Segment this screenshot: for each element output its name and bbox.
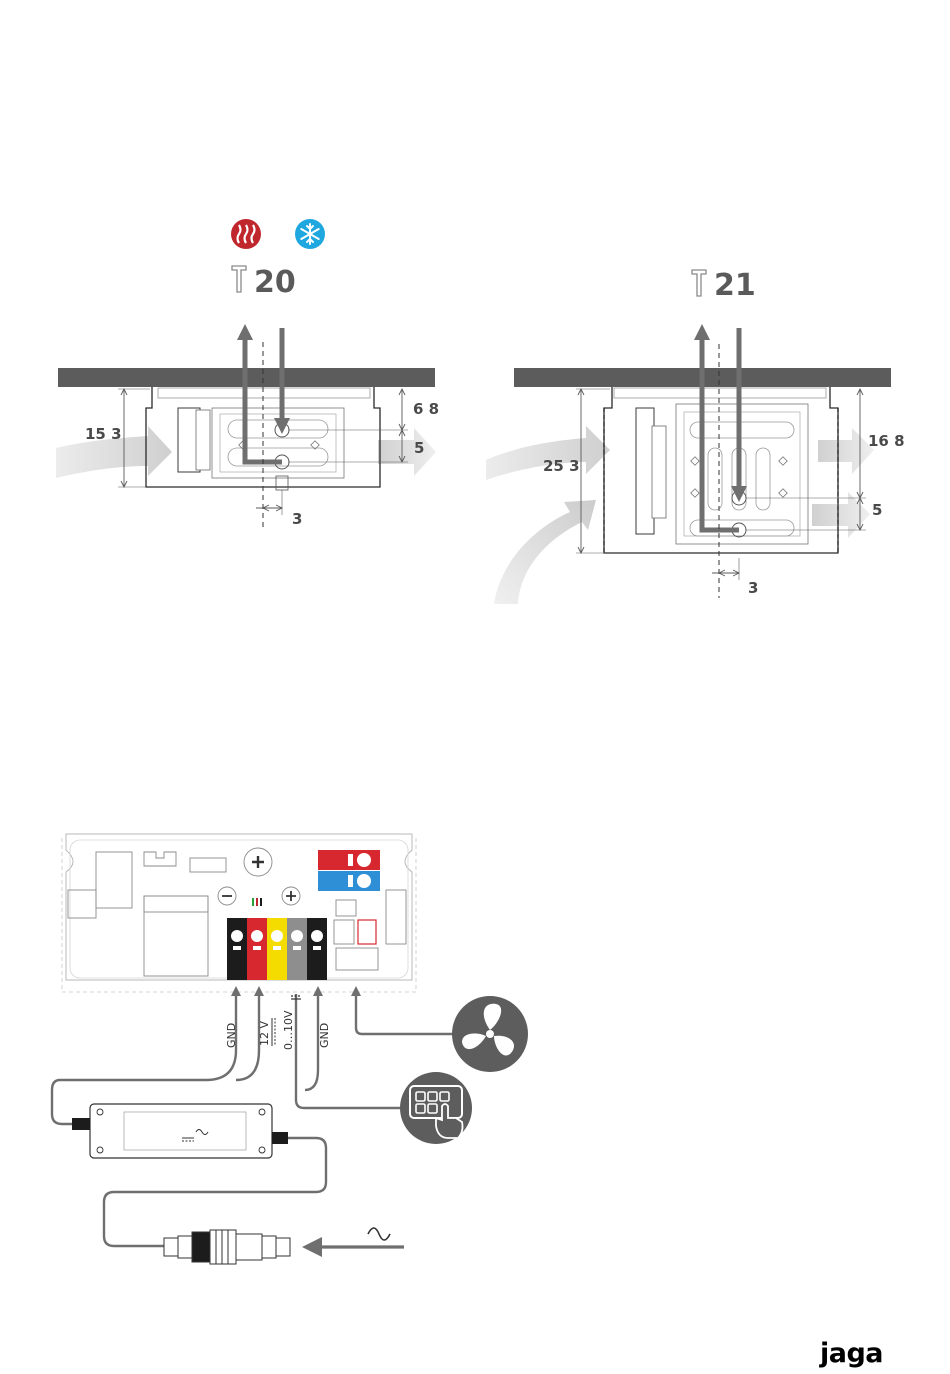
wire-label-gnd-right: GND [318,1023,331,1048]
dim-offset-label: 3 [292,510,302,528]
dim-height-label: 15 3 [85,425,122,443]
section-t21-title: 21 [692,268,756,303]
power-supply [72,1104,288,1158]
section-t20-code: 20 [254,265,296,300]
t-symbol-icon [692,270,706,296]
fan-icon [452,996,528,1072]
dim-offset-label: 3 [748,579,758,597]
section-t20-title: 20 [232,265,296,300]
dim-height-label: 25 3 [543,457,580,475]
ac-sine-icon [368,1228,390,1240]
wire-label-0-10v: 0…10V [282,1010,295,1050]
airflow-out-arrow [818,428,874,474]
snowflake-icon [295,219,325,249]
keypad-hand-icon [400,1072,472,1144]
dim-top-label: 16 8 [868,432,905,450]
airflow-out-arrow [378,428,436,476]
pipe-return [702,336,739,530]
control-board [62,834,416,992]
brand-logo: jaga [820,1340,883,1367]
dim-pipe-spacing-label: 5 [414,439,424,457]
diagram-t21: 25 3 16 8 5 3 [486,324,905,604]
cable-connector [164,1230,290,1264]
airflow-out-lower-arrow [812,492,870,538]
dim-pipe-spacing-label: 5 [872,501,882,519]
ac-input-arrow [302,1237,404,1257]
wire-label-gnd-left: GND [225,1023,238,1048]
wire-label-12v: 12 V [258,1021,271,1046]
terminal-block [227,918,327,980]
heating-icon [231,219,261,249]
diagram-t20: 15 3 6 8 5 3 [56,324,439,530]
section-t21-code: 21 [714,268,756,303]
t-symbol-icon [232,266,246,292]
dim-top-label: 6 8 [413,400,439,418]
